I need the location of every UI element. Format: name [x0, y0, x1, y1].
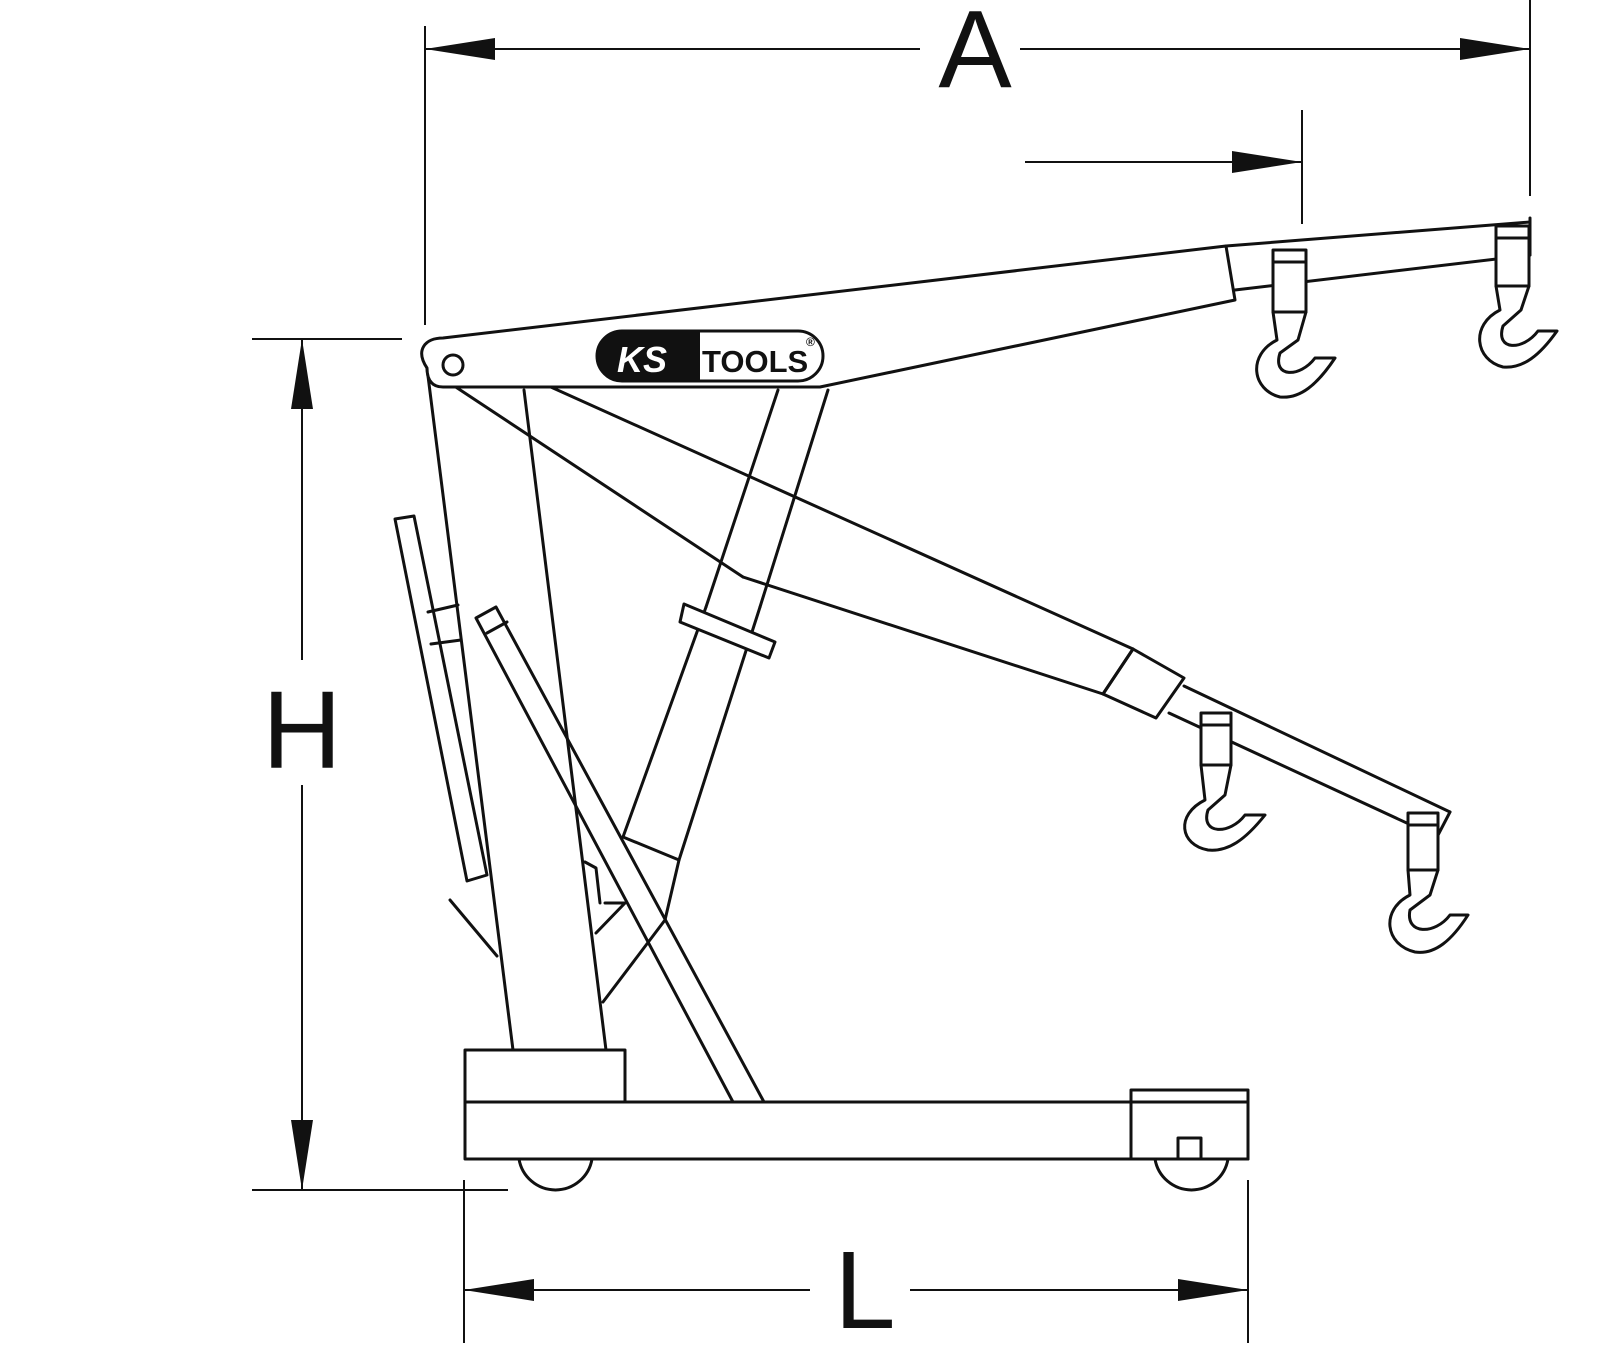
dim-h-bottom-arrow [291, 1120, 313, 1190]
ks-tools-logo: KS TOOLS ® [595, 329, 825, 383]
dim-a-extension-arrow [1232, 151, 1302, 173]
hydraulic-ram [601, 388, 830, 1004]
dim-a-left-arrow [425, 38, 495, 60]
dim-l-right-arrow [1178, 1279, 1248, 1301]
lowered-boom [425, 341, 1470, 954]
dim-h-top-arrow [291, 339, 313, 409]
mast [425, 366, 608, 1052]
logo-ks: KS [617, 339, 667, 380]
logo-registered: ® [806, 335, 815, 349]
boom-pivot-pin [441, 353, 465, 377]
hook-raised-extended [1478, 224, 1559, 369]
dim-l-left-arrow [464, 1279, 534, 1301]
rear-wheel [517, 1157, 594, 1192]
logo-tools: TOOLS [702, 344, 808, 379]
dimension-a: A [424, 0, 1531, 325]
hook-lowered-extended [1388, 811, 1470, 954]
hook-raised-retracted [1255, 248, 1337, 399]
base-lock-pin [1176, 1136, 1203, 1161]
dimension-h: H [252, 338, 508, 1191]
hook-lowered-retracted [1183, 711, 1267, 852]
raised-boom: KS TOOLS ® [420, 216, 1559, 399]
dim-h-label: H [262, 669, 341, 792]
dim-a-label: A [938, 0, 1012, 111]
dimension-l: L [463, 1180, 1249, 1352]
ram-collar [678, 602, 777, 660]
rear-leg [393, 514, 499, 958]
base-frame [463, 1048, 1250, 1161]
dim-l-label: L [834, 1229, 895, 1352]
dim-a-right-arrow [1460, 38, 1530, 60]
fold-leg [474, 605, 766, 1104]
front-wheel [1153, 1157, 1230, 1192]
